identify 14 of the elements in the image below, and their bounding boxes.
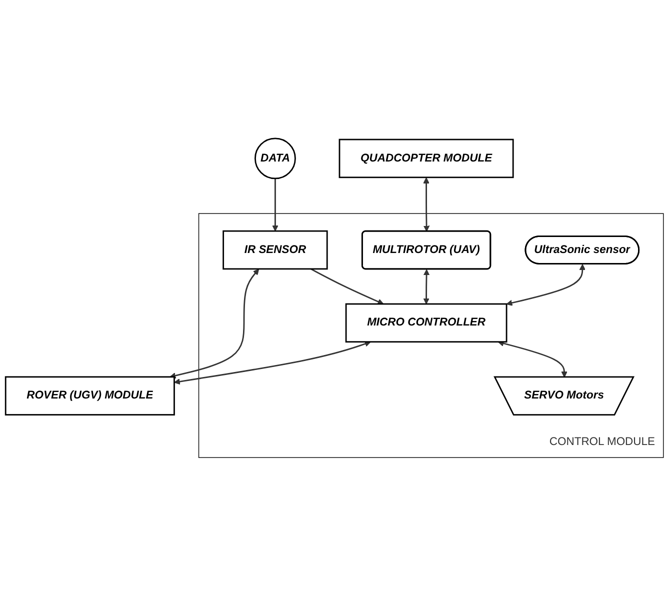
node-box [4,376,175,416]
arrow [170,268,260,379]
arrow [506,264,586,306]
node-circle [254,138,296,180]
arrow [498,340,568,378]
arrow [423,177,430,232]
arrow [272,178,278,232]
node-box [222,230,328,270]
arrow [423,269,430,304]
arrow [174,340,371,385]
node-box [338,138,514,178]
cluster [198,213,664,458]
arrow [310,268,384,305]
node-box [345,303,508,343]
